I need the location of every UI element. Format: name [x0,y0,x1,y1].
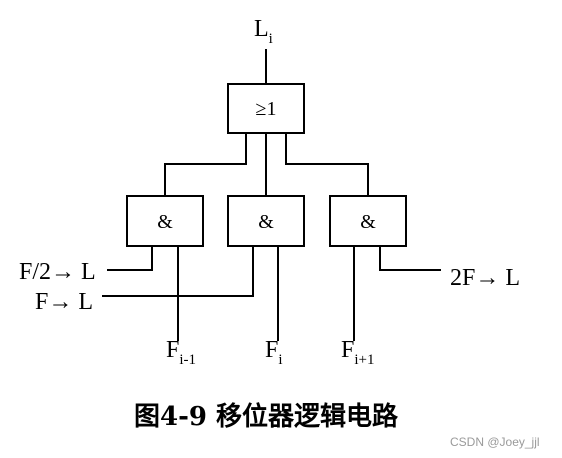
control-label-double: 2F→ L [450,265,520,291]
or-input-wire-right [285,132,369,197]
and-gate-2-symbol: & [258,211,274,233]
output-label-sub: i [269,31,273,47]
or-input-wire-left [164,132,247,197]
data-label-next-main: F [341,337,354,363]
data-label-next-sub: i+1 [354,352,374,368]
data-label-current-main: F [265,337,278,363]
control-wire-half [107,245,153,271]
and-gate-3-symbol: & [360,211,376,233]
and-gate-2 [227,195,305,247]
data-label-prev-sub: i-1 [179,352,196,368]
data-label-prev: Fi-1 [166,337,196,368]
control-label-half: F/2→ L [19,259,96,285]
control-wire-same [102,245,254,297]
control-label-same: F→ L [35,289,93,315]
data-label-prev-main: F [166,337,179,363]
output-label-main: L [254,16,269,42]
data-label-current-sub: i [278,352,282,368]
output-label: Li [254,16,273,47]
and-gate-3 [329,195,407,247]
figure-caption: 图4-9 移位器逻辑电路 [134,401,399,432]
data-label-next: Fi+1 [341,337,375,368]
data-label-current: Fi [265,337,283,368]
control-wire-double [379,245,441,271]
and-gate-1 [126,195,204,247]
or-gate-symbol: ≥1 [256,98,277,120]
and-gate-1-symbol: & [157,211,173,233]
watermark-text: CSDN @Joey_jjl [450,435,540,449]
